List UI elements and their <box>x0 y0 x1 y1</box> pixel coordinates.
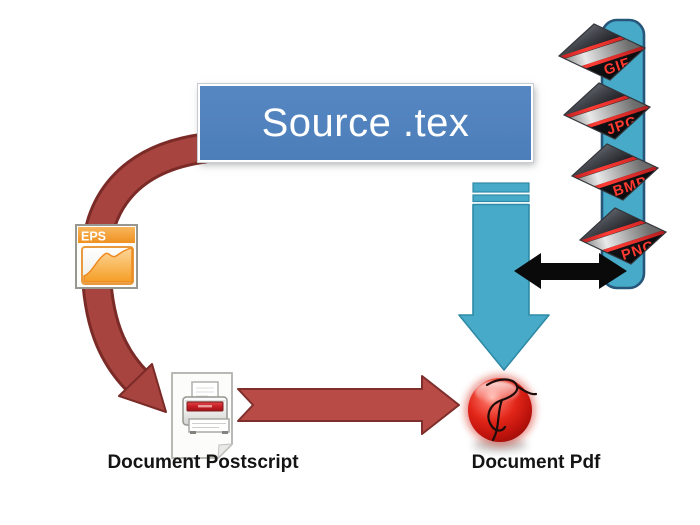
eps-label: EPS <box>81 230 106 244</box>
teal-down-arrow <box>458 182 550 371</box>
pdf-label: Document Pdf <box>471 452 601 473</box>
printer-icon <box>171 372 234 460</box>
eps-image-icon: EPS <box>75 224 138 289</box>
black-double-arrow <box>514 253 627 289</box>
acrobat-swirl <box>485 378 538 442</box>
straight-red-arrow <box>237 375 460 435</box>
pdf-sphere-icon <box>465 375 538 452</box>
source-tex-label: Source .tex <box>261 100 470 145</box>
postscript-label: Document Postscript <box>107 452 299 473</box>
source-tex-node: Source .tex <box>198 84 533 162</box>
